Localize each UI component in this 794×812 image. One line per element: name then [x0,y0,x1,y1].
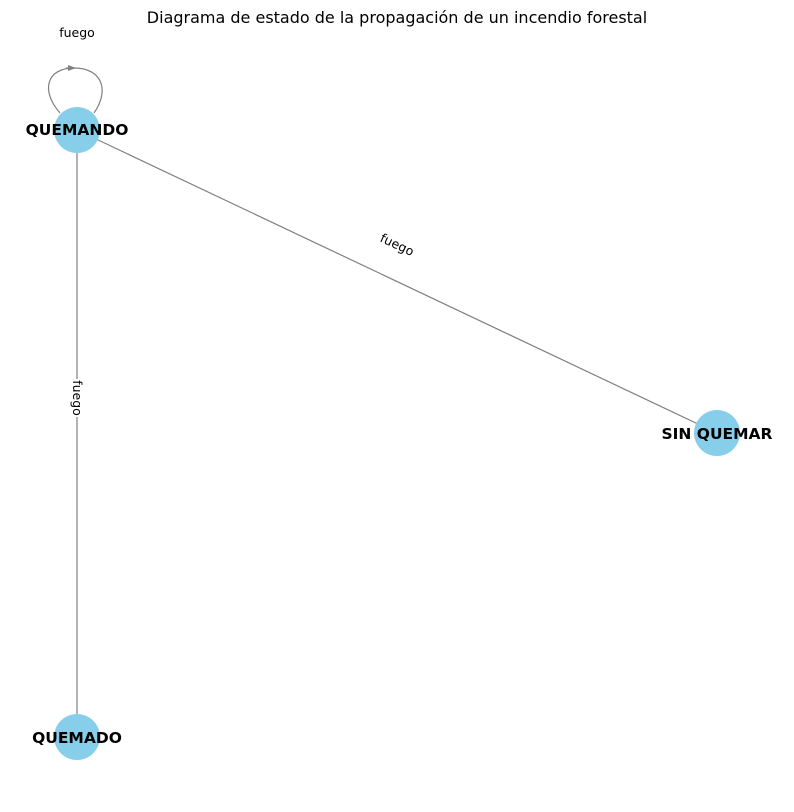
diagram-title: Diagrama de estado de la propagación de … [147,8,647,27]
node-labels: QUEMANDO SIN QUEMAR QUEMADO [26,121,773,747]
edge-label-self-loop: fuego [59,25,95,40]
node-quemando [54,107,100,153]
edge-label-diagonal: fuego [378,230,417,259]
node-label-quemando: QUEMANDO [26,121,129,139]
edge-label-bg-diagonal [376,229,418,261]
edges [48,65,718,737]
node-label-quemado: QUEMADO [32,729,122,747]
edge-label-bg-vertical [69,379,85,417]
node-sin-quemar [694,410,740,456]
node-label-sin-quemar: SIN QUEMAR [661,425,772,443]
edge-label-vertical: fuego [70,380,85,416]
edge-quemando-sin-quemar [76,129,718,434]
node-quemado [54,714,100,760]
nodes [54,107,740,760]
edge-quemando-self-loop [48,67,103,114]
edge-labels: fuego fuego fuego [59,25,418,417]
